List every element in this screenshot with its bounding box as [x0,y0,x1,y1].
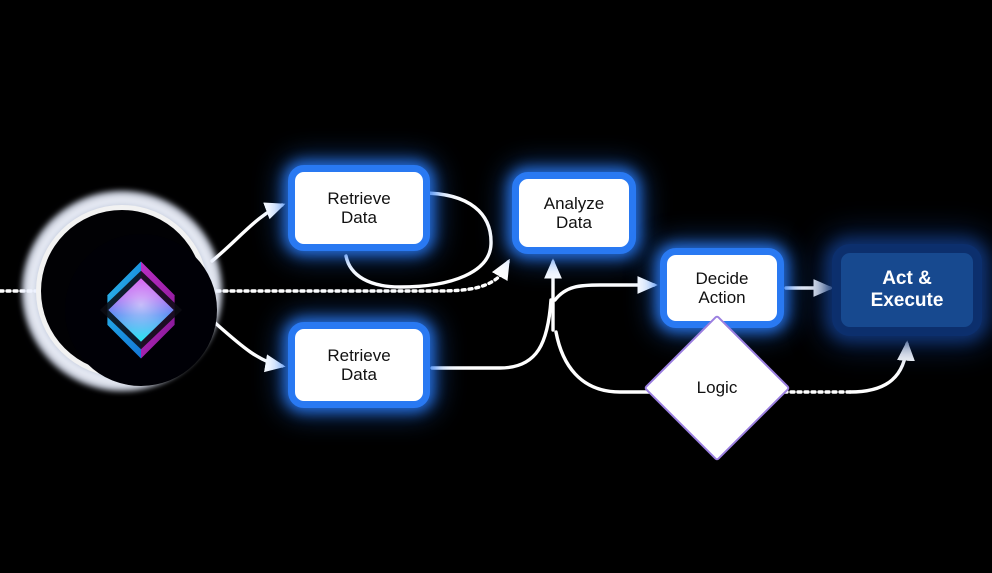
agent-orb-ring [36,205,217,386]
node-retrieve-data-top[interactable]: Retrieve Data [288,165,430,251]
node-logic-decision[interactable]: Logic [643,314,791,462]
node-analyze-data[interactable]: Analyze Data [512,172,636,254]
edge-agent-to-retrieve-bottom [211,319,286,373]
edge-analyze-to-decide [553,276,658,302]
edge-agent-to-retrieve-top [210,202,286,263]
edge-logic-to-act-solid [848,340,915,394]
node-act-execute[interactable]: Act & Execute [832,244,982,336]
node-logic-label: Logic [696,378,738,398]
agent-orb-core [65,234,217,386]
diamond-logo-icon [99,261,183,359]
agent-orb[interactable] [22,191,222,391]
node-retrieve-data-bottom[interactable]: Retrieve Data [288,322,430,408]
node-decide-action[interactable]: Decide Action [660,248,784,328]
edge-retrieve-bottom-to-analyze [430,298,553,370]
